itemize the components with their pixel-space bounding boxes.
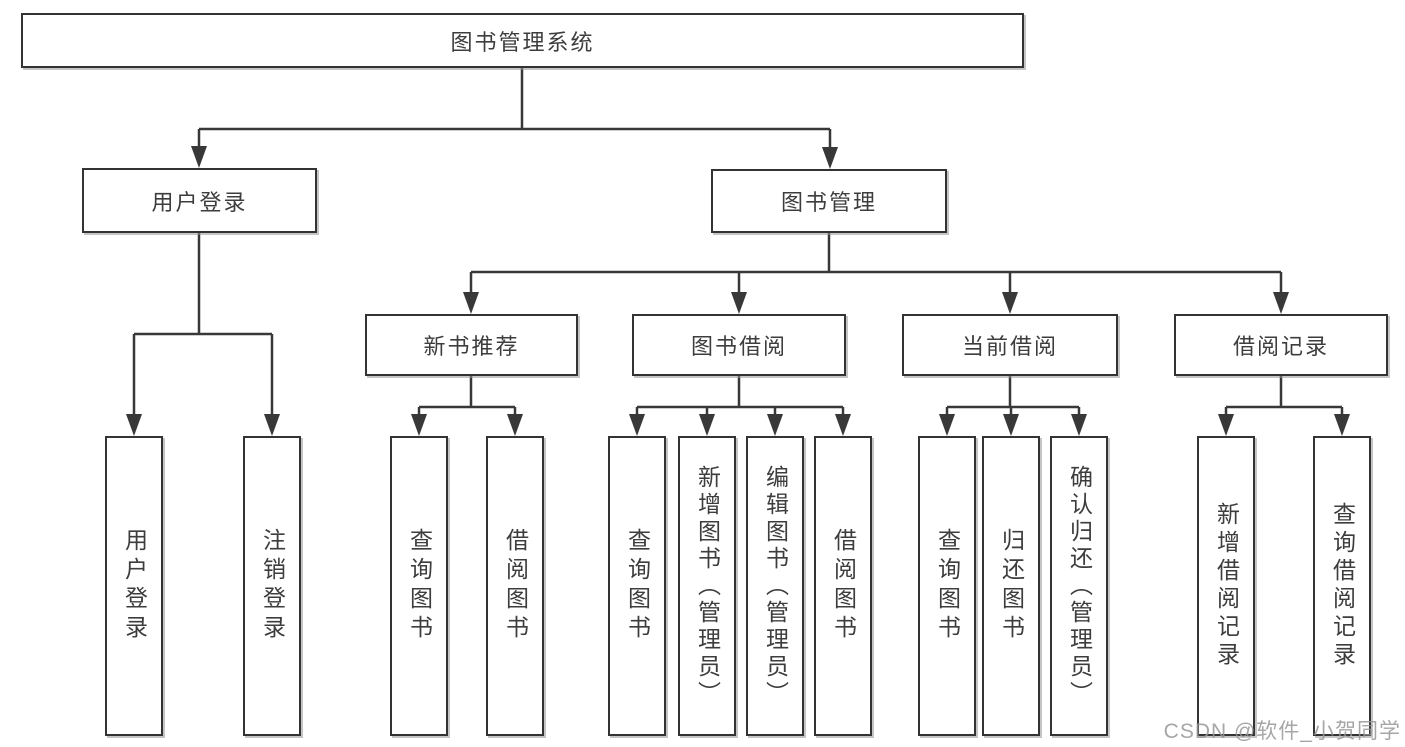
leaf-label: 编辑图书（管理员） bbox=[762, 464, 789, 708]
watermark: CSDN @软件_小贺同学 bbox=[1163, 720, 1401, 743]
leaf-label: 归还图书 bbox=[998, 528, 1025, 644]
leaf-add-books-admin: 新增图书（管理员） bbox=[678, 436, 736, 736]
leaf-label: 查询借阅记录 bbox=[1329, 502, 1356, 670]
node-user-login-label: 用户登录 bbox=[151, 189, 248, 215]
leaf-query-books-recommend: 查询图书 bbox=[390, 436, 448, 736]
leaf-label: 借阅图书 bbox=[830, 528, 857, 644]
leaf-confirm-return-admin: 确认归还（管理员） bbox=[1050, 436, 1108, 736]
leaf-label: 新增图书（管理员） bbox=[694, 464, 721, 708]
leaf-edit-books-admin: 编辑图书（管理员） bbox=[746, 436, 804, 736]
node-new-book-recommend-label: 新书推荐 bbox=[423, 334, 520, 359]
leaf-label: 查询图书 bbox=[406, 528, 433, 644]
leaf-label: 确认归还（管理员） bbox=[1066, 464, 1093, 708]
node-current-borrow: 当前借阅 bbox=[902, 314, 1118, 376]
leaf-borrow-books-recommend: 借阅图书 bbox=[486, 436, 544, 736]
leaf-borrow-books: 借阅图书 bbox=[814, 436, 872, 736]
node-user-login: 用户登录 bbox=[82, 168, 317, 233]
arrowheads bbox=[126, 146, 1350, 436]
node-book-borrow-label: 图书借阅 bbox=[690, 334, 787, 359]
node-new-book-recommend: 新书推荐 bbox=[365, 314, 578, 376]
leaf-label: 查询图书 bbox=[624, 528, 651, 644]
leaf-label: 借阅图书 bbox=[502, 528, 529, 644]
node-book-management: 图书管理 bbox=[711, 169, 947, 233]
leaf-label: 注销登录 bbox=[259, 528, 286, 644]
node-current-borrow-label: 当前借阅 bbox=[961, 334, 1058, 359]
leaf-query-books-current: 查询图书 bbox=[918, 436, 976, 736]
leaf-label: 新增借阅记录 bbox=[1213, 502, 1240, 670]
leaf-query-borrow-record: 查询借阅记录 bbox=[1313, 436, 1371, 736]
node-borrow-records-label: 借阅记录 bbox=[1232, 334, 1329, 359]
leaf-label: 查询图书 bbox=[934, 528, 961, 644]
leaf-label: 用户登录 bbox=[121, 528, 148, 644]
leaf-add-borrow-record: 新增借阅记录 bbox=[1197, 436, 1255, 736]
root-node-library-management-system: 图书管理系统 bbox=[21, 13, 1024, 68]
leaf-return-books: 归还图书 bbox=[982, 436, 1040, 736]
leaf-logout: 注销登录 bbox=[243, 436, 301, 736]
node-book-borrow: 图书借阅 bbox=[632, 314, 846, 376]
leaf-user-login: 用户登录 bbox=[105, 436, 163, 736]
leaf-query-books-borrow: 查询图书 bbox=[608, 436, 666, 736]
node-borrow-records: 借阅记录 bbox=[1174, 314, 1388, 376]
node-book-management-label: 图书管理 bbox=[780, 190, 877, 215]
root-node-label: 图书管理系统 bbox=[450, 29, 595, 55]
